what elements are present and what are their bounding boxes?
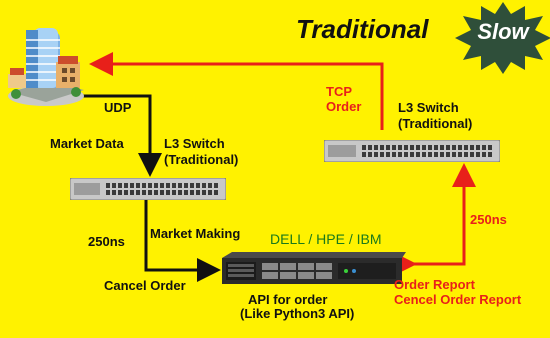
building-icon [8,28,84,106]
starburst-icon [455,2,550,74]
arrow-order-report [393,163,476,276]
right-latency-label: 250ns [470,212,507,227]
order-label: Order [326,99,362,114]
right-switch-label: L3 Switch [398,100,459,115]
left-latency-label: 250ns [88,234,125,249]
cancel-order-report-label: Cencel Order Report [394,292,522,307]
order-report-label: Order Report [394,277,475,292]
right-switch-sublabel: (Traditional) [398,116,473,131]
server-icon [222,252,406,284]
diagram-title: Traditional [296,14,429,44]
market-data-label: Market Data [50,136,124,151]
left-switch-sublabel: (Traditional) [164,152,239,167]
tcp-label: TCP [326,84,352,99]
switch-icon [70,178,226,200]
switch-icon [324,140,500,162]
arrow-tcp-order [89,52,384,130]
market-making-label: Market Making [150,226,241,241]
left-switch-label: L3 Switch [164,136,225,151]
vendors-label: DELL / HPE / IBM [270,231,382,247]
api-sublabel: (Like Python3 API) [240,306,355,321]
slow-badge: Slow [477,19,529,44]
arrow-udp-market-data [58,94,162,177]
arrow-cancel-order [144,200,221,282]
cancel-order-label: Cancel Order [104,278,186,293]
udp-label: UDP [104,100,132,115]
api-label: API for order [248,292,328,307]
